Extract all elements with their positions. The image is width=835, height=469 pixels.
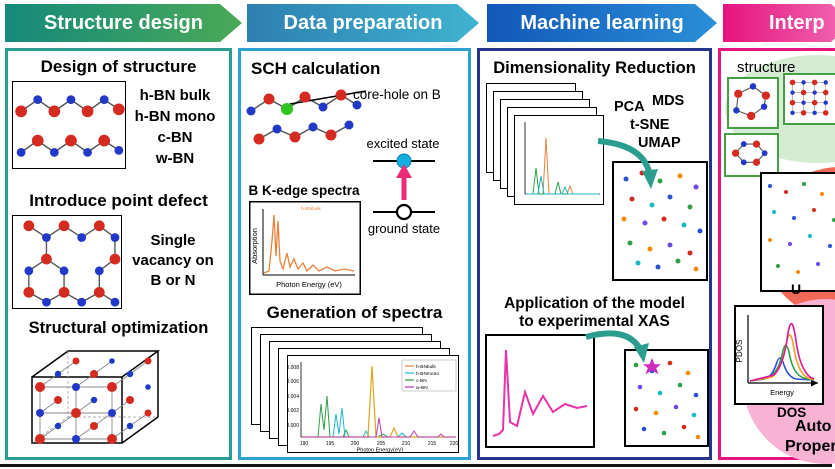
banner-data-preparation: Data preparation: [247, 4, 479, 42]
svg-text:210: 210: [402, 441, 411, 447]
panel-machine-learning: Dimensionality Reduction PCA MDS t-SNE U…: [477, 48, 712, 460]
core-hole-label: core-hole on B: [353, 87, 441, 102]
banner-machine-learning: Machine learning: [487, 4, 717, 42]
svg-text:205: 205: [377, 441, 386, 447]
scatter-points: [768, 182, 835, 274]
banner-machine-learning-label: Machine learning: [520, 11, 684, 34]
structure-type-cbn: c-BN: [157, 129, 193, 146]
bk-plot-legend: h-BNbulk: [301, 206, 321, 212]
structure-type-wbn: w-BN: [155, 150, 195, 167]
svg-text:195: 195: [326, 441, 335, 447]
energy-level-diagram: excited state ground state: [367, 136, 441, 236]
heading-dimensionality-reduction: Dimensionality Reduction: [493, 59, 696, 77]
svg-text:215: 215: [428, 441, 437, 447]
banner-interpretation-label: Interp: [769, 11, 825, 34]
structure-type-hbn-mono: h-BN mono: [134, 108, 216, 125]
heading-application-line2: to experimental XAS: [519, 313, 670, 330]
spectra-legend: h-BNbulk h-BNmono c-BN w-BN: [401, 359, 457, 392]
auto-label: Auto: [795, 418, 832, 435]
pdos-plot: PDOS Energy: [734, 305, 824, 405]
bk-plot-ylabel: Absorption: [250, 228, 259, 264]
structure-label: structure: [737, 59, 796, 76]
ground-state-label: ground state: [368, 221, 440, 236]
svg-text:0.004: 0.004: [288, 394, 299, 400]
input-spectra-stack: [486, 83, 608, 211]
pdos-xlabel: Energy: [770, 388, 794, 397]
method-umap: UMAP: [638, 135, 681, 151]
spectra-panel-front: 0.008 0.006 0.004 0.002 0.000 190 195 20…: [287, 355, 459, 453]
vacancy-note-line2: vacancy on: [132, 252, 214, 269]
vacancy-note-line3: B or N: [150, 272, 196, 289]
spectra-panel-front: [514, 115, 604, 205]
property-label: Propert: [785, 438, 835, 455]
honeycomb-vacancy-structure-image: [12, 215, 122, 309]
heading-application-line1: Application of the model: [504, 295, 685, 312]
svg-text:190: 190: [300, 441, 309, 447]
banner-structure-design-label: Structure design: [44, 11, 203, 34]
structure-thumbnail-molecule: [727, 77, 779, 129]
experimental-xas-plot: [485, 334, 595, 448]
method-mds: MDS: [652, 93, 685, 109]
svg-text:h-BNmono: h-BNmono: [416, 371, 439, 377]
pdos-ylabel: PDOS: [735, 340, 744, 363]
bk-edge-spectrum-plot: h-BNbulk Absorption Photon Energy (eV): [249, 201, 361, 295]
figure-bottom-rule: [0, 464, 832, 467]
svg-text:w-BN: w-BN: [416, 385, 428, 391]
method-pca: PCA: [614, 99, 645, 115]
banner-interpretation: Interp: [723, 4, 835, 42]
generated-spectra-plot: 0.008 0.006 0.004 0.002 0.000 190 195 20…: [288, 359, 458, 453]
scatter-plot-embedding: [612, 161, 708, 281]
zoomed-scatter-plot: [760, 172, 835, 292]
heading-generation-of-spectra: Generation of spectra: [266, 303, 443, 322]
svg-text:0.008: 0.008: [288, 365, 299, 371]
svg-text:200: 200: [351, 441, 360, 447]
svg-text:h-BNbulk: h-BNbulk: [416, 364, 436, 370]
sch-molecule-image: [246, 89, 367, 145]
banner-structure-design: Structure design: [5, 4, 242, 42]
structure-thumbnail-crystal: [783, 73, 835, 125]
panel-structure-design: Design of structure h-BN bulk h-BN mono …: [5, 48, 232, 460]
svg-text:c-BN: c-BN: [416, 378, 427, 384]
svg-text:0.006: 0.006: [288, 379, 299, 385]
heading-structural-optimization: Structural optimization: [28, 319, 209, 337]
core-hole-atom: [281, 103, 293, 115]
banner-data-preparation-label: Data preparation: [283, 11, 443, 34]
atoms: [15, 95, 125, 157]
method-tsne: t-SNE: [630, 117, 670, 133]
structure-type-hbn-bulk: h-BN bulk: [139, 87, 211, 104]
svg-text:0.002: 0.002: [288, 408, 299, 414]
scatter-plot-experimental: [624, 349, 709, 447]
mini-spectra-plot: [524, 122, 600, 195]
svg-text:220: 220: [450, 441, 458, 447]
generated-spectra-xlabel: Photon Energy(eV): [357, 448, 404, 453]
dos-label: DOS: [777, 405, 807, 420]
panel-interpretation: structure: [718, 48, 835, 464]
umap-label: U: [791, 281, 802, 297]
hbn-layered-structure-image: [12, 81, 126, 169]
panel-data-preparation: SCH calculation core-hole on B excited s…: [238, 48, 471, 460]
vacancy-note-line1: Single: [150, 232, 196, 249]
bk-edge-spectra-title: B K-edge spectra: [248, 183, 360, 198]
structure-type-list: h-BN bulk h-BN mono c-BN w-BN: [124, 85, 226, 169]
scatter-points: [621, 170, 703, 272]
bk-plot-xlabel: Photon Energy (eV): [276, 280, 342, 289]
heading-introduce-point-defect: Introduce point defect: [29, 191, 208, 210]
vacancy-note: Single vacancy on B or N: [120, 231, 226, 291]
structure-thumbnail-hexagon: [724, 133, 779, 177]
ground-hole-icon: [395, 203, 413, 221]
crystal-3d-structure-image: [31, 350, 161, 444]
heading-sch-calculation: SCH calculation: [251, 59, 381, 78]
stacked-spectra-plots: 0.008 0.006 0.004 0.002 0.000 190 195 20…: [251, 327, 463, 455]
excited-state-label: excited state: [367, 136, 440, 151]
heading-design-of-structure: Design of structure: [40, 57, 197, 76]
svg-text:0.000: 0.000: [288, 423, 299, 429]
